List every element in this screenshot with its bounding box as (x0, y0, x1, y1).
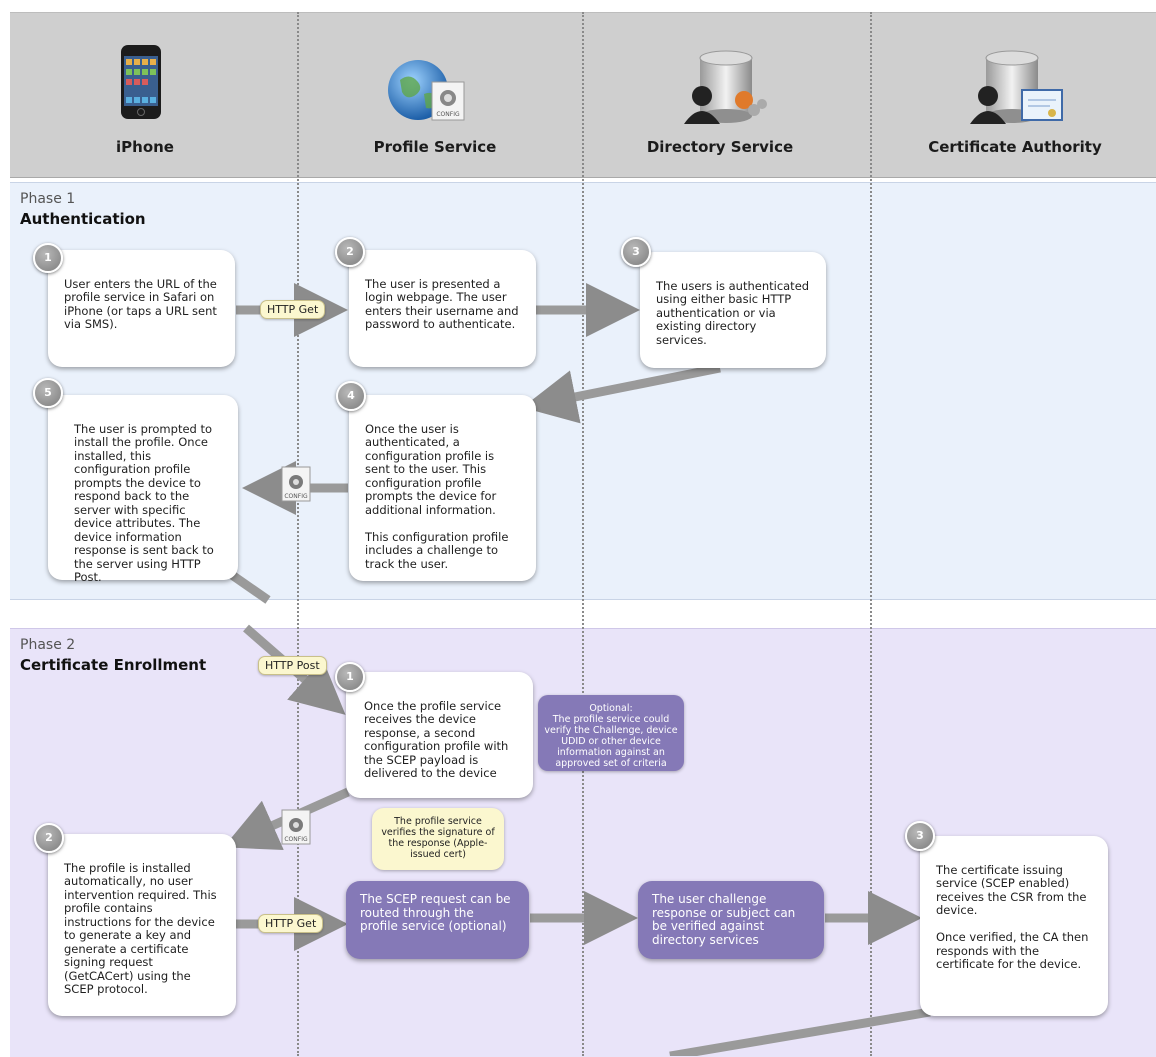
certificate-server-icon (970, 50, 1063, 124)
phase1-number: Phase 1 (20, 191, 76, 207)
phase1-step4-box: Once the user is authenticated, a config… (349, 395, 536, 581)
phase1-step3-box: The users is authenticated using either … (640, 252, 826, 368)
column-divider (582, 12, 584, 1056)
svg-text:CONFIG: CONFIG (284, 493, 308, 500)
challenge-verify-box: The user challenge response or subject c… (638, 881, 824, 959)
phase2-step2-badge: 2 (34, 823, 64, 853)
phase2-step3-text: The certificate issuing service (SCEP en… (936, 862, 1089, 971)
config-doc-icon: CONFIG (281, 466, 311, 502)
globe-config-icon: CONFIG (388, 60, 465, 121)
phase2-step1-text: Once the profile service receives the de… (364, 698, 509, 780)
arrow-ca-return (669, 1007, 931, 1056)
phase2-step3-box: The certificate issuing service (SCEP en… (920, 836, 1108, 1016)
column-label-certificate-authority: Certificate Authority (928, 138, 1102, 156)
config-icon-label: CONFIG (436, 111, 460, 118)
phase1-step2-text: The user is presented a login webpage. T… (365, 276, 519, 331)
phase1-step3-badge: 3 (621, 237, 651, 267)
phase2-step1-box: Once the profile service receives the de… (346, 672, 533, 798)
directory-server-icon (684, 50, 767, 124)
phase1-step5-text: The user is prompted to install the prof… (74, 421, 214, 584)
column-label-directory-service: Directory Service (646, 138, 794, 156)
signature-verification-callout: The profile service verifies the signatu… (372, 808, 504, 870)
phase1-step3-text: The users is authenticated using either … (656, 278, 810, 347)
arrow-phase1-exit (229, 571, 271, 604)
phase2-title: Certificate Enrollment (20, 656, 207, 674)
iphone-icon (121, 45, 161, 119)
phase1-http-get-tag: HTTP Get (260, 300, 326, 319)
phase1-step1-text: User enters the URL of the profile servi… (64, 276, 217, 331)
optional-verification-callout: Optional: The profile service could veri… (538, 695, 684, 771)
phase1-title: Authentication (20, 210, 146, 228)
phase2-number: Phase 2 (20, 637, 76, 653)
phase1-step2-badge: 2 (335, 237, 365, 267)
svg-text:CONFIG: CONFIG (284, 836, 308, 843)
column-divider (870, 12, 872, 1056)
phase2-step2-text: The profile is installed automatically, … (64, 860, 217, 996)
phase2-step2-box: The profile is installed automatically, … (48, 834, 236, 1016)
arrow-step3-to-step4 (522, 363, 721, 424)
phase1-step4-text: Once the user is authenticated, a config… (365, 421, 509, 571)
column-divider (297, 12, 299, 1056)
phase1-step2-box: The user is presented a login webpage. T… (349, 250, 536, 367)
phase2-step1-badge: 1 (335, 662, 365, 692)
phase1-step1-box: User enters the URL of the profile servi… (48, 250, 235, 367)
config-doc-icon: CONFIG (281, 809, 311, 845)
scep-route-box: The SCEP request can be routed through t… (346, 881, 529, 959)
phase2-http-get-tag: HTTP Get (258, 914, 324, 933)
column-label-profile-service: Profile Service (373, 138, 497, 156)
phase1-step1-badge: 1 (33, 243, 63, 273)
column-label-iphone: iPhone (116, 138, 174, 156)
phase2-step3-badge: 3 (905, 821, 935, 851)
phase1-step5-box: The user is prompted to install the prof… (48, 395, 238, 584)
phase1-step4-badge: 4 (336, 381, 366, 411)
phase2-http-post-tag: HTTP Post (258, 656, 327, 675)
phase1-step5-badge: 5 (33, 378, 63, 408)
